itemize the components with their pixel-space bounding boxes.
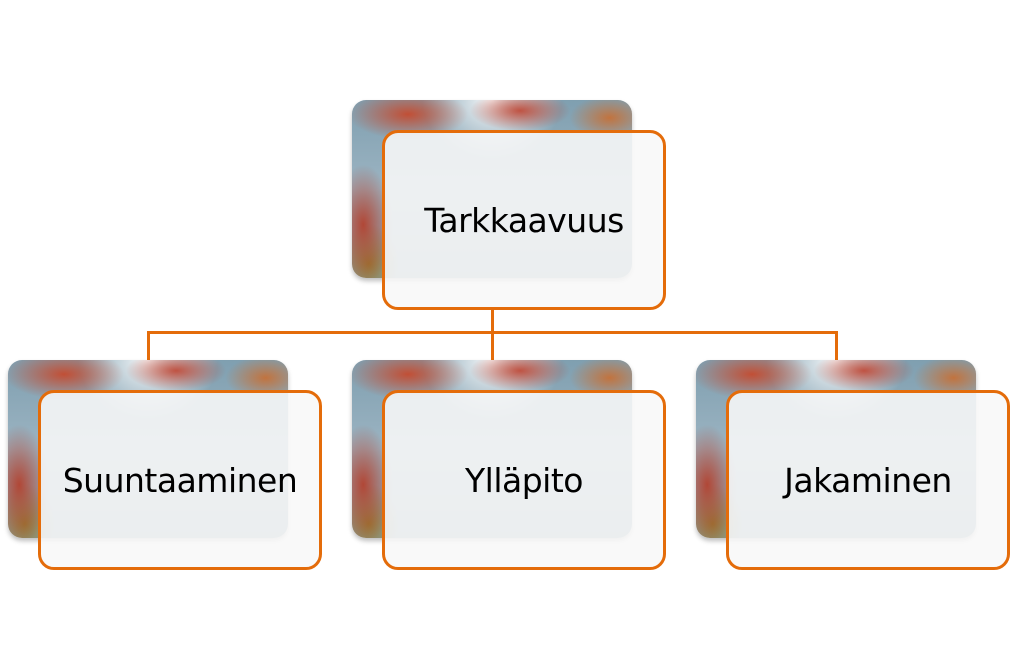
connector-right <box>835 331 838 361</box>
child-node-suuntaaminen[interactable]: Suuntaaminen <box>38 390 322 570</box>
child-label: Suuntaaminen <box>62 460 298 500</box>
child-node-jakaminen[interactable]: Jakaminen <box>726 390 1010 570</box>
root-label: Tarkkaavuus <box>424 200 624 240</box>
child-label: Jakaminen <box>784 460 952 500</box>
child-node-yllapito[interactable]: Ylläpito <box>382 390 666 570</box>
connector-left <box>147 331 150 361</box>
child-label: Ylläpito <box>465 460 583 500</box>
connector-middle <box>491 331 494 361</box>
root-node[interactable]: Tarkkaavuus <box>382 130 666 310</box>
connector-root-stem <box>491 307 494 334</box>
